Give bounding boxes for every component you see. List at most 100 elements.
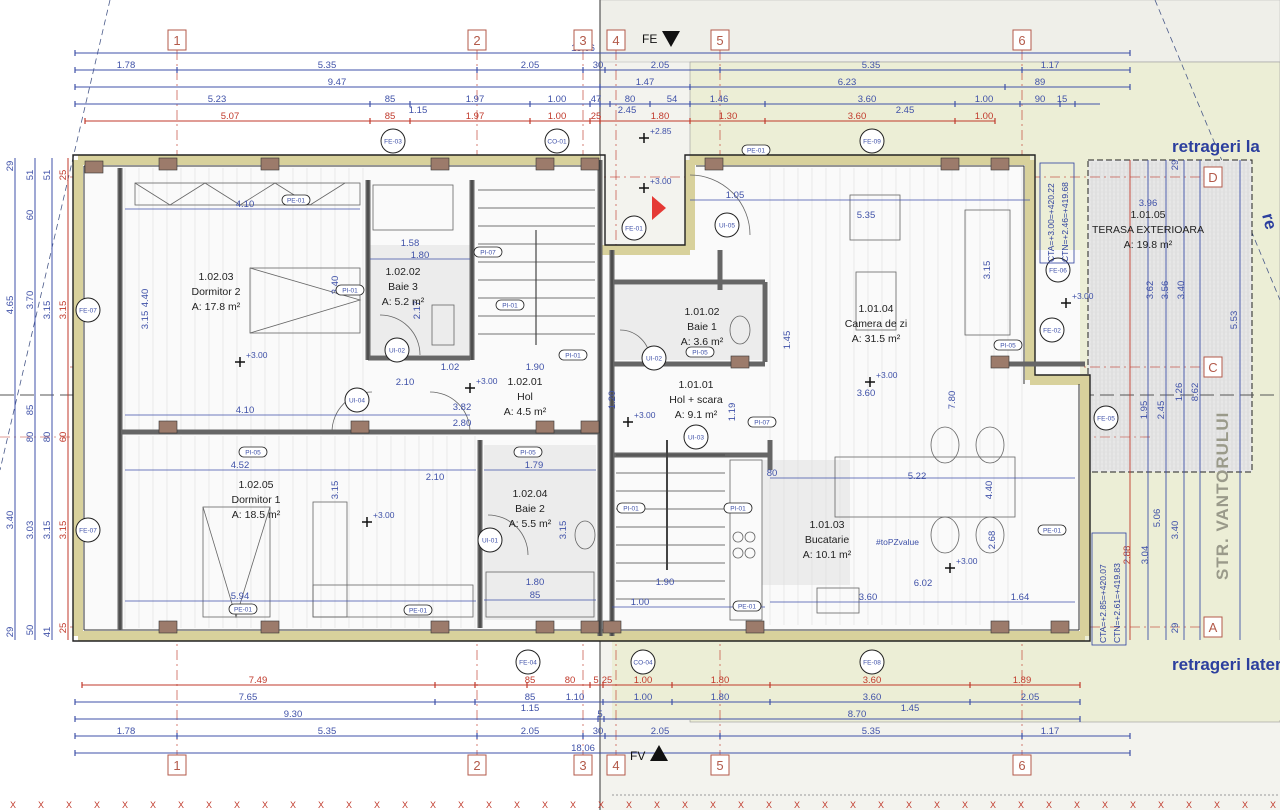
dimension-value: 7.49 [249, 675, 268, 686]
stove-burner [744, 547, 756, 559]
dimension-value: 1.00 [634, 675, 653, 686]
dimension-value: 1.19 [727, 403, 738, 422]
fence-mark: X [878, 800, 884, 810]
fence-mark: X [178, 800, 184, 810]
column [350, 420, 370, 434]
column [535, 420, 555, 434]
pill-tag [747, 416, 777, 428]
dimension-value: 4.10 [236, 405, 255, 416]
dimension-value: 60 [25, 210, 36, 221]
pill-tag [403, 604, 433, 616]
grid-bubble-label: 1 [173, 33, 180, 48]
elevation-value: +3.00 [956, 556, 978, 566]
triangle-down-icon [662, 31, 680, 47]
door-swing [331, 174, 751, 556]
stove-burner [732, 531, 744, 543]
tag-label: UI-02 [389, 348, 405, 355]
fence-mark: X [542, 800, 548, 810]
tag-bubble [714, 212, 740, 238]
room-area: A: 9.1 m² [675, 409, 718, 421]
column [745, 620, 765, 634]
dimension-value: 1.17 [1041, 726, 1060, 737]
dimension-value: 7.65 [239, 692, 258, 703]
pill-tag-label: PI-01 [502, 303, 518, 310]
dimension-value: 1.78 [117, 60, 136, 71]
tag-bubble [859, 649, 885, 675]
dimension-value: 5.07 [221, 111, 240, 122]
columns [84, 157, 1070, 634]
dimension-value: 60 [58, 432, 69, 443]
dimension-value: 2.05 [521, 726, 540, 737]
tag-bubble [630, 649, 656, 675]
pill-tag-label: PE-01 [1043, 528, 1061, 535]
pill-tag-label: PE-01 [287, 198, 305, 205]
dimension-value: 1.00 [634, 692, 653, 703]
room-area: A: 5.5 m² [509, 518, 552, 530]
wardrobe-cross [134, 182, 346, 206]
dimension-value: 3.62 [1145, 281, 1156, 300]
pill-tag-label: PI-05 [520, 450, 536, 457]
dimension-value: 85 [25, 405, 36, 416]
dimension-value: 51 [42, 170, 53, 181]
dimension-value: 1.00 [548, 94, 567, 105]
grid-bubble-D [1203, 166, 1223, 188]
column [940, 157, 960, 171]
elevation-cross-icon [1061, 298, 1071, 308]
dimension-value: 1.26 [1174, 383, 1185, 402]
pill-tag-label: PI-07 [480, 250, 496, 257]
toilet [729, 315, 751, 345]
fence-mark: X [1018, 800, 1024, 810]
column [430, 157, 450, 171]
dimension-value: 1.89 [1013, 675, 1032, 686]
dimension-value: 3.60 [857, 388, 876, 399]
elevation-value: +3.00 [650, 176, 672, 186]
pill-tag [473, 246, 503, 258]
dimension-value: 1.00 [548, 111, 567, 122]
column [580, 157, 600, 171]
tag-label: FE-04 [519, 660, 537, 667]
fence-mark: X [850, 800, 856, 810]
fence-mark: X [346, 800, 352, 810]
dimension-value: 2.88 [1122, 546, 1133, 565]
terrace-level-box: CTA=+3.00=+420.22 CTN=+2.46=+419.68 [1039, 162, 1075, 264]
dimension-value: 1.15 [521, 703, 540, 714]
dimension-value: 1.97 [466, 94, 485, 105]
floor-stripes [124, 168, 1023, 628]
dimension-lines-interior: 4.104.403.154.104.525.943.151.581.802.17… [125, 190, 1075, 608]
dimension-value: 3.04 [1140, 546, 1151, 565]
dimension-value: 5.35 [862, 726, 881, 737]
tag-bubble [859, 128, 885, 154]
dimension-value: 5.35 [857, 210, 876, 221]
elevation-cross-icon [865, 377, 875, 387]
room-name: Hol + scara [669, 394, 723, 406]
elevation-value: +3.00 [1072, 291, 1094, 301]
grid-bubble-label: 6 [1018, 33, 1025, 48]
grid-bubble-5 [710, 29, 730, 51]
dimension-value: 1.30 [719, 111, 738, 122]
dimension-value: 29 [5, 627, 16, 638]
grid-bubble-3 [573, 29, 593, 51]
dimension-value: 1.10 [566, 692, 585, 703]
street-name: STR. VANTORULUI [1213, 412, 1232, 580]
dimension-value: 3.60 [858, 94, 877, 105]
fence-mark: X [234, 800, 240, 810]
dimension-value: 54 [667, 94, 678, 105]
room-code: 1.01.02 [684, 306, 719, 318]
dimension-value: 5.22 [908, 471, 927, 482]
furniture [134, 174, 1016, 621]
fence-mark: X [1270, 800, 1276, 810]
pill-tag [495, 299, 525, 311]
dimension-value: 1.15 [409, 105, 428, 116]
column [535, 620, 555, 634]
dimension-value: 1.97 [466, 111, 485, 122]
dimension-value: 1.47 [636, 77, 655, 88]
room-name: Dormitor 2 [191, 286, 240, 298]
fence-mark: X [66, 800, 72, 810]
